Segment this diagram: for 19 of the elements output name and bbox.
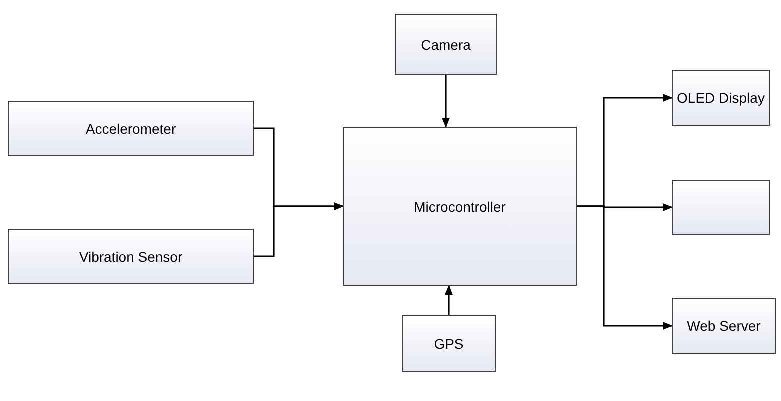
arrow xyxy=(442,75,450,128)
block-label: Vibration Sensor xyxy=(79,248,183,266)
block-box xyxy=(402,315,496,372)
arrow xyxy=(577,206,673,330)
block-box xyxy=(672,70,770,126)
block-label: Accelerometer xyxy=(86,120,176,138)
block-label: Camera xyxy=(421,36,471,54)
block-box xyxy=(672,180,770,235)
block-label: Microcontroller xyxy=(414,198,506,216)
block-box xyxy=(8,229,254,284)
block-box xyxy=(8,101,254,156)
block-box xyxy=(395,14,497,75)
arrow xyxy=(445,285,453,315)
block-label: Web Server xyxy=(687,317,761,335)
block-label: GPS xyxy=(434,334,464,352)
block-box xyxy=(343,127,577,286)
block-box xyxy=(672,298,776,354)
arrow xyxy=(254,202,344,258)
block-label: OLED Display xyxy=(677,89,765,107)
